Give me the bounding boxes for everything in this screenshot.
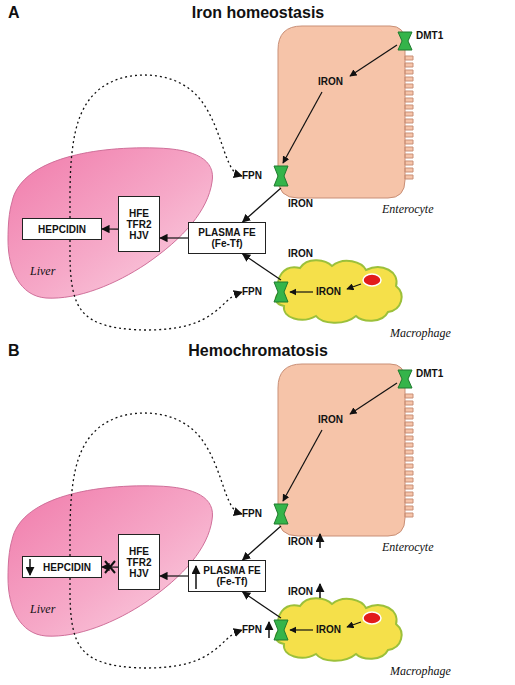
panel-title: Iron homeostasis	[192, 4, 324, 22]
node-label: Macrophage	[390, 664, 451, 678]
ferroportin-channel-path	[274, 166, 288, 186]
ferroportin-channel: FPN	[242, 502, 292, 526]
macrophage-cell-path	[276, 598, 402, 661]
iron-label: IRON	[316, 624, 341, 636]
edge-label: IRON	[288, 586, 313, 598]
iron-label: IRON	[318, 414, 343, 426]
box-label: PLASMA FE (Fe-Tf)	[201, 565, 263, 587]
enterocyte-cell-path	[278, 364, 413, 536]
process-box: HFE TFR2 HJV	[118, 196, 160, 252]
channel-label: DMT1	[416, 368, 443, 380]
ferroportin-channel-path	[274, 620, 288, 640]
flow-arrow	[243, 188, 281, 222]
enterocyte-cell: Enterocyte	[270, 358, 440, 558]
panel-letter: B	[8, 342, 20, 360]
panel-letter: A	[8, 4, 20, 22]
box-label: HFE TFR2 HJV	[121, 208, 157, 241]
enterocyte-cell-outline	[270, 20, 440, 220]
box-label: HEPCIDIN	[38, 224, 86, 235]
box-label: HEPCIDIN	[43, 562, 91, 573]
regulation-arrow	[70, 578, 242, 668]
enterocyte-cell-path	[278, 26, 413, 198]
panel-title: Hemochromatosis	[188, 342, 328, 360]
flow-arrow	[243, 526, 281, 560]
liver-organ-path	[8, 486, 213, 636]
node-label: Macrophage	[390, 326, 451, 340]
process-box: HFE TFR2 HJV	[118, 534, 160, 590]
node-label: Enterocyte	[382, 202, 434, 216]
flow-arrow	[160, 575, 188, 576]
macrophage-cell: Macrophage	[270, 248, 460, 340]
node-label: Enterocyte	[382, 540, 434, 554]
box-label: PLASMA FE (Fe-Tf)	[191, 227, 263, 249]
increase-arrow	[268, 622, 270, 638]
regulation-arrow	[70, 75, 242, 218]
ferroportin-channel: FPN	[242, 618, 292, 642]
flow-arrow	[102, 566, 118, 567]
node-label: FPN	[242, 624, 262, 636]
edge-label: IRON	[288, 536, 313, 548]
ferroportin-channel: FPN	[242, 280, 292, 304]
regulation-arrow	[70, 240, 242, 330]
iron-label: IRON	[318, 76, 343, 88]
edge-label: IRON	[288, 248, 313, 260]
process-box: HEPCIDIN	[22, 556, 102, 578]
regulation-arrow	[70, 413, 242, 556]
edge-label: IRON	[288, 198, 313, 210]
node-label: Liver	[30, 602, 55, 616]
enterocyte-cell-outline	[270, 358, 440, 558]
ferroportin-channel-path	[274, 282, 288, 302]
flow-arrow	[243, 592, 281, 618]
node-label: FPN	[242, 286, 262, 298]
macrophage-cell-path	[276, 260, 402, 323]
enterocyte-cell: Enterocyte	[270, 20, 440, 220]
node-label: Liver	[30, 264, 55, 278]
macrophage-cell: Macrophage	[270, 586, 460, 678]
channel-label: DMT1	[416, 30, 443, 42]
node-label: FPN	[242, 508, 262, 520]
increase-arrow	[319, 584, 321, 598]
box-label: HFE TFR2 HJV	[121, 546, 157, 579]
liver-organ: Liver HEPCIDIN HFE TFR2 HJV	[6, 140, 218, 305]
flow-arrow	[243, 254, 281, 280]
process-box: PLASMA FE (Fe-Tf)	[188, 222, 266, 254]
flow-arrow	[102, 228, 118, 229]
node-label: FPN	[242, 170, 262, 182]
ferroportin-channel: FPN	[242, 164, 292, 188]
process-box: PLASMA FE (Fe-Tf)	[188, 560, 266, 592]
liver-organ: Liver HEPCIDIN HFE TFR2 HJV	[6, 478, 218, 643]
flow-arrow	[160, 237, 188, 238]
iron-label: IRON	[316, 286, 341, 298]
liver-organ-path	[8, 148, 213, 298]
process-box: HEPCIDIN	[22, 218, 102, 240]
ferroportin-channel-path	[274, 504, 288, 524]
